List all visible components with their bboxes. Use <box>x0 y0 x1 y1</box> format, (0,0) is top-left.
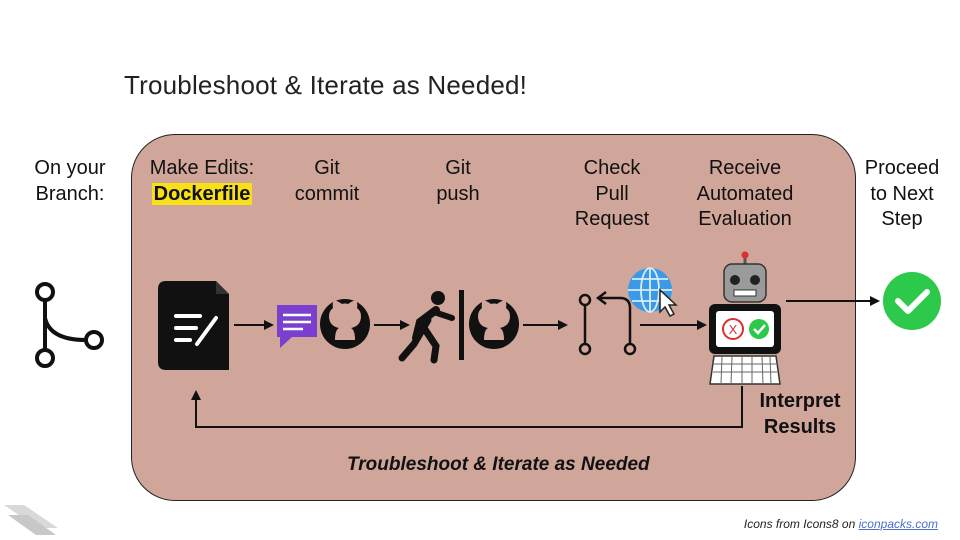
pull-request-icon <box>578 291 637 356</box>
flow-arrows <box>191 296 880 428</box>
document-edit-icon <box>158 281 229 370</box>
step-proceed-label: Proceed to Next Step <box>856 156 948 233</box>
step-push-line2: push <box>436 182 480 205</box>
step-commit-line1: Git <box>314 157 340 179</box>
chat-message-icon <box>277 305 317 348</box>
credits-prefix: Icons from Icons8 on <box>743 517 859 531</box>
step-branch-line2: Branch: <box>35 182 105 205</box>
step-branch-line1: On your <box>34 157 106 179</box>
step-interpret-label: Interpret Results <box>745 389 855 440</box>
step-push-line1: Git <box>445 157 471 179</box>
step-proceed-line2: to Next <box>870 182 934 205</box>
dockerfile-highlight: Dockerfile <box>151 182 253 205</box>
loop-label: Troubleshoot & Iterate as Needed <box>347 454 650 475</box>
step-proceed-line1: Proceed <box>864 157 940 179</box>
step-edits-label: Make Edits: Dockerfile <box>142 156 262 207</box>
icon-credits: Icons from Icons8 on iconpacks.com <box>744 517 938 531</box>
person-pushing-icon <box>398 290 464 364</box>
step-check-line3: Request <box>574 208 650 230</box>
check-circle-icon <box>883 272 941 330</box>
step-push-label: Git push <box>418 156 498 207</box>
step-branch-label: On your Branch: <box>30 156 110 207</box>
globe-cursor-icon <box>628 267 678 317</box>
step-commit-label: Git commit <box>282 156 372 207</box>
github-icon <box>469 299 519 349</box>
credits-link[interactable]: iconpacks.com <box>858 517 938 531</box>
step-receive-line1: Receive <box>708 157 782 179</box>
step-receive-line3: Evaluation <box>698 208 792 230</box>
step-proceed-line3: Step <box>881 208 923 230</box>
step-interpret-line1: Interpret <box>759 390 841 412</box>
slide-title: Troubleshoot & Iterate as Needed! <box>124 70 528 100</box>
step-receive-line2: Automated <box>696 182 794 205</box>
robot-evaluator-icon: X <box>709 251 781 385</box>
logo-mark-icon <box>4 505 58 535</box>
step-receive-label: Receive Automated Evaluation <box>685 156 805 233</box>
arrow-loop-back <box>191 386 743 428</box>
step-interpret-line2: Results <box>763 415 837 438</box>
github-icon <box>320 299 370 349</box>
step-check-label: Check Pull Request <box>562 156 662 233</box>
step-commit-line2: commit <box>294 182 360 205</box>
git-branch-icon <box>35 282 104 368</box>
step-check-line2: Pull <box>595 182 629 205</box>
svg-text:X: X <box>729 322 738 337</box>
step-edits-line1: Make Edits: <box>149 157 255 179</box>
step-check-line1: Check <box>583 157 641 179</box>
